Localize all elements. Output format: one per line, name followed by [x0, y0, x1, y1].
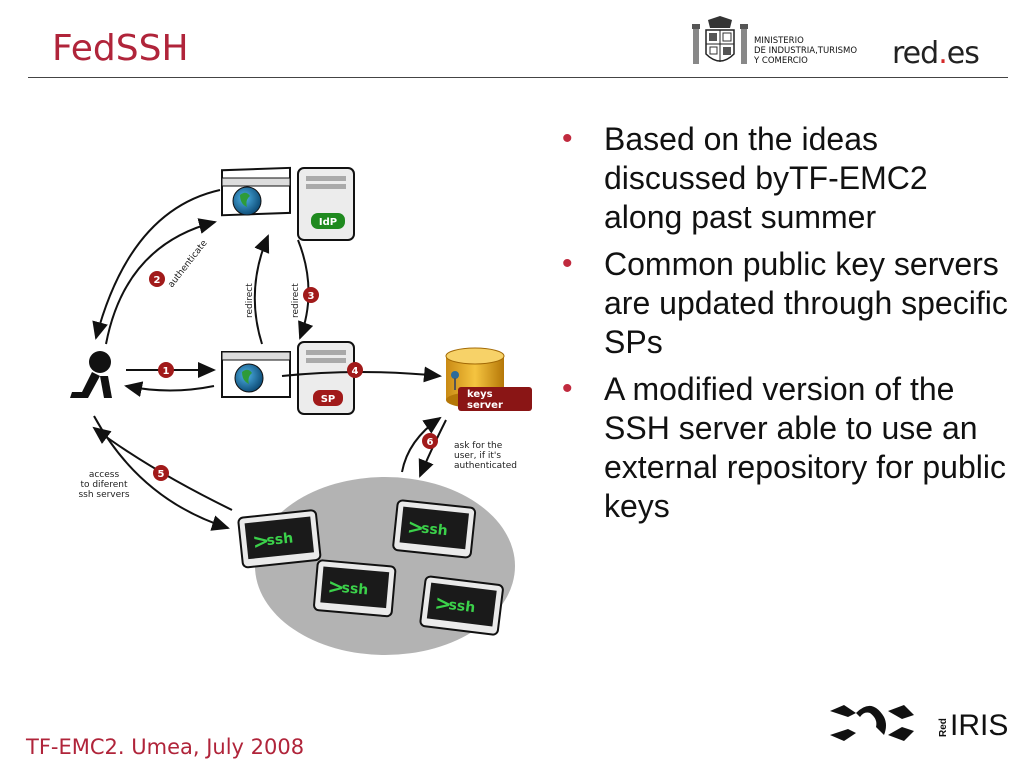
sp-server-icon	[297, 341, 355, 415]
ssh-terminal-3: > ssh	[313, 559, 397, 618]
access-label-line-1: access	[89, 470, 120, 480]
coat-of-arms-icon	[692, 16, 748, 64]
step-badge-4: 4	[352, 366, 359, 377]
step-badge-5: 5	[158, 469, 165, 480]
bullet-text: Based on the ideas discussed byTF-EMC2 a…	[604, 121, 928, 235]
ssh-label-2: ssh	[420, 521, 448, 540]
rediris-logo: Red IRIS	[830, 705, 1008, 742]
redirect-left-label: redirect	[245, 283, 255, 318]
ssh-label-1: ssh	[266, 530, 294, 549]
step-badge-1: 1	[163, 366, 170, 377]
arrow-authenticate-down	[92, 189, 221, 340]
keys-server-label-1: keys	[467, 389, 493, 400]
ask-label-line-2: user, if it's	[454, 451, 501, 461]
ssh-prompt-4: >	[433, 590, 453, 616]
bullet-marker: •	[562, 122, 573, 155]
rediris-logo-iris: IRIS	[950, 709, 1008, 742]
bullet-list: • Based on the ideas discussed byTF-EMC2 …	[562, 120, 1012, 534]
bullet-text: Common public key servers are updated th…	[604, 246, 1008, 360]
fedssh-architecture-diagram: IdP SP keys server > ssh > ssh	[70, 166, 532, 655]
ask-label-line-1: ask for the	[454, 441, 503, 451]
slide-title: FedSSH	[52, 28, 189, 69]
authenticate-label: authenticate	[166, 238, 209, 290]
arrow-authenticate-up	[105, 218, 217, 345]
ministry-line-1: MINISTERIO	[754, 36, 804, 46]
arrow-redirect-to-idp	[253, 234, 270, 345]
idp-browser-icon	[221, 166, 291, 217]
ssh-label-4: ssh	[448, 597, 476, 616]
redes-logo: red.es	[892, 36, 980, 71]
idp-label: IdP	[319, 217, 337, 228]
ssh-terminal-2: > ssh	[392, 499, 477, 559]
bullet-marker: •	[562, 247, 573, 280]
keys-server-label-2: server	[467, 400, 503, 411]
ssh-prompt-1: >	[251, 528, 270, 554]
access-label-line-3: ssh servers	[78, 490, 129, 500]
ssh-label-3: ssh	[341, 580, 369, 598]
idp-server-icon	[297, 167, 355, 241]
bullet-item: • A modified version of the SSH server ab…	[562, 370, 1012, 526]
rediris-logo-red: Red	[938, 718, 949, 737]
redes-logo-es: es	[946, 36, 980, 71]
step-badge-2: 2	[154, 275, 161, 286]
ssh-terminal-4: > ssh	[419, 575, 504, 636]
ministry-logo: MINISTERIO DE INDUSTRIA,TURISMO Y COMERC…	[690, 16, 880, 72]
arrow-ssh-to-keys	[401, 416, 442, 473]
bullet-item: • Based on the ideas discussed byTF-EMC2 …	[562, 120, 1012, 237]
header-divider	[28, 77, 1008, 78]
arrow-step1-from-sp	[124, 381, 215, 398]
keys-server-database-icon	[445, 347, 532, 411]
user-icon	[70, 351, 112, 398]
ssh-terminal-1: > ssh	[237, 509, 322, 569]
sp-browser-icon	[221, 351, 291, 398]
ministry-line-2: DE INDUSTRIA,TURISMO	[754, 46, 858, 56]
redirect-right-label: redirect	[291, 283, 301, 318]
ssh-prompt-2: >	[406, 514, 425, 540]
ministry-line-3: Y COMERCIO	[754, 56, 808, 66]
step-badge-3: 3	[308, 291, 315, 302]
step-badges: 1 2 3 4 5 6	[149, 271, 438, 481]
bullet-marker: •	[562, 372, 573, 405]
redes-logo-red: red	[892, 36, 939, 71]
arrow-keys-to-ssh	[418, 419, 447, 478]
bullet-item: • Common public key servers are updated t…	[562, 245, 1012, 362]
redes-logo-dot: .	[938, 36, 947, 71]
ssh-prompt-3: >	[327, 574, 346, 599]
ask-label-line-3: authenticated	[454, 461, 517, 471]
step-badge-6: 6	[427, 437, 434, 448]
sp-label: SP	[321, 394, 336, 405]
access-label-line-2: to diferent	[80, 480, 128, 490]
bullet-text: A modified version of the SSH server abl…	[604, 371, 1006, 524]
footer-text: TF-EMC2. Umea, July 2008	[26, 735, 305, 759]
